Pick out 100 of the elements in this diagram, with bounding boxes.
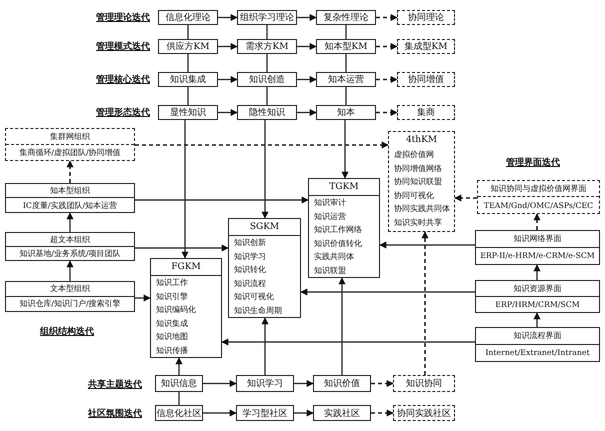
arrow (338, 277, 346, 375)
arrow (294, 410, 314, 416)
row-label: 社区氛围迭代 (88, 407, 142, 420)
connector-line (266, 54, 268, 72)
row-label: 组织结构迭代 (40, 325, 94, 338)
arrow (66, 212, 74, 232)
list-item: 协同知识联盟 (393, 176, 443, 188)
row-label: 管理形态迭代 (96, 106, 150, 119)
arrow (176, 357, 182, 375)
organization-box (5, 232, 135, 261)
arrow (262, 120, 268, 219)
arrow (297, 109, 317, 116)
list-item: 协同增值网络 (393, 162, 443, 174)
list-item: 知识审计 (313, 197, 347, 209)
arrow (218, 43, 238, 50)
list-item: 知识创新 (233, 237, 267, 249)
box-heading: 4thKM (404, 134, 438, 147)
arrow (454, 194, 477, 202)
connector-line (345, 25, 347, 39)
row-label: 共享主题迭代 (88, 378, 142, 391)
process-box: 协同理论 (397, 10, 455, 25)
box-heading: FGKM (151, 259, 221, 276)
organization-box (477, 180, 600, 214)
organization-box (5, 183, 135, 213)
process-box: 显性知识 (158, 105, 218, 120)
list-item: 知识集成 (155, 318, 189, 330)
organization-box (5, 281, 135, 312)
connector-line (266, 25, 268, 39)
process-box: 集商 (397, 105, 455, 120)
list-item: 知识流程 (233, 278, 267, 290)
process-box: 知识集成 (158, 72, 218, 87)
row-label: 管理界面迭代 (506, 156, 560, 169)
km-generation-box (150, 258, 222, 358)
arrow (371, 410, 394, 416)
arrow (203, 380, 237, 387)
list-item: 知识价值转化 (313, 238, 363, 250)
arrow (221, 338, 475, 346)
list-item: 知识学习 (233, 250, 267, 262)
arrow (218, 109, 238, 116)
list-item: 知识地图 (155, 331, 189, 343)
connector-line (187, 54, 189, 72)
arrow (297, 43, 317, 50)
arrow (376, 76, 398, 83)
arrow (135, 294, 151, 302)
list-item: 协同实践共同体 (393, 203, 451, 215)
organization-box (5, 128, 135, 161)
process-box: 知识学习 (236, 375, 294, 392)
arrow (297, 14, 317, 21)
row-label: 管理模式迭代 (96, 40, 150, 53)
list-item: 协同可视化 (393, 190, 435, 202)
list-item: 虚拟价值网 (393, 149, 435, 161)
list-item: 实践共同体 (313, 251, 355, 263)
process-box: 知本运营 (316, 72, 376, 87)
arrow (66, 260, 74, 281)
arrow (262, 317, 268, 375)
process-box: 知本型KM (316, 39, 376, 54)
process-box: 隐性知识 (237, 105, 297, 120)
connector-line (345, 54, 347, 72)
connector-line (345, 87, 347, 105)
arrow (376, 43, 398, 50)
arrow (294, 380, 314, 387)
arrow (182, 120, 188, 259)
process-box: 实践社区 (313, 405, 371, 421)
list-item: 知识编码化 (155, 304, 197, 316)
arrow (135, 142, 389, 148)
process-box: 复杂性理论 (316, 10, 376, 25)
km-generation-box (308, 178, 380, 278)
connector-line (187, 87, 189, 105)
box-heading: TGKM (309, 179, 379, 196)
process-box: 信息化社区 (155, 405, 203, 421)
list-item: 知识传播 (155, 344, 189, 356)
process-box: 知识信息 (155, 375, 203, 392)
arrow (371, 380, 394, 387)
arrow (135, 244, 229, 252)
list-item: 知识实时共享 (393, 216, 443, 228)
process-box: 集成型KM (397, 39, 455, 54)
arrow (218, 14, 238, 21)
process-box: 知识价值 (313, 375, 371, 392)
process-box: 信息化理论 (158, 10, 218, 25)
arrow (66, 160, 74, 183)
process-box: 知本 (316, 105, 376, 120)
arrow (218, 76, 238, 83)
list-item: 知识引擎 (155, 290, 189, 302)
organization-box (475, 230, 600, 265)
organization-box (475, 280, 600, 313)
row-label: 管理理论迭代 (96, 11, 150, 24)
list-item: 知识联盟 (313, 264, 347, 276)
box-heading: SGKM (229, 219, 300, 236)
arrow (376, 109, 398, 116)
arrow (379, 242, 475, 248)
km-generation-box (228, 218, 301, 318)
list-item: 知识生命周期 (233, 304, 283, 316)
arrow (203, 410, 237, 416)
arrow (342, 120, 348, 179)
list-item: 知识工作网络 (313, 224, 363, 236)
list-item: 知识转化 (233, 264, 267, 276)
connector-line (178, 392, 180, 405)
row-label: 管理核心迭代 (96, 73, 150, 86)
arrow (376, 14, 398, 21)
process-box: 协同实践社区 (393, 405, 455, 421)
